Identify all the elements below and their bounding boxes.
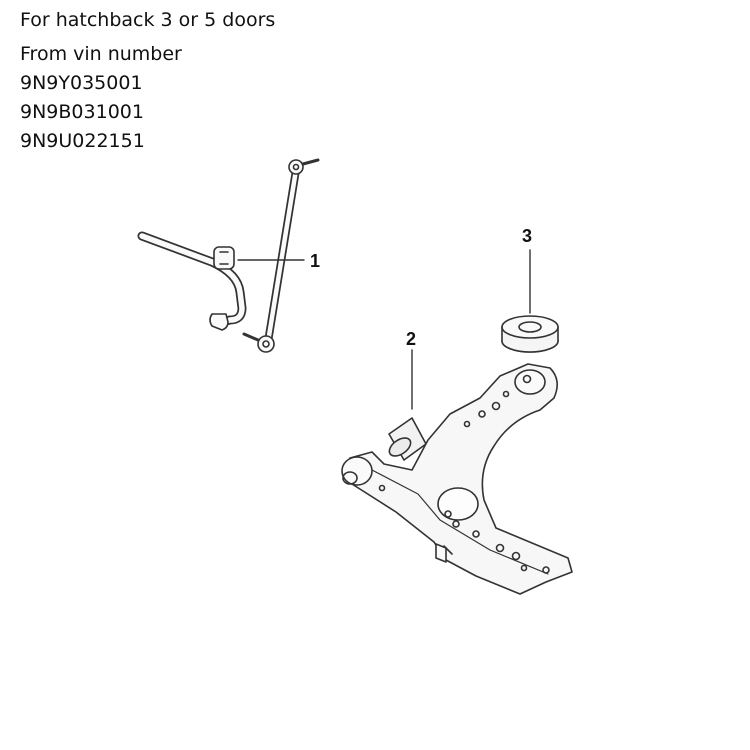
body-type-label: For hatchback 3 or 5 doors: [20, 9, 276, 31]
vin-label: From vin number: [20, 43, 182, 65]
callout-2: 2: [406, 329, 416, 349]
bushing-part-2: [388, 349, 427, 461]
callout-3: 3: [522, 226, 532, 246]
header-text: For hatchback 3 or 5 doors From vin numb…: [20, 6, 275, 156]
vin-number-1: 9N9Y035001: [20, 72, 143, 94]
bushing-part-3: [501, 249, 559, 353]
vin-number-3: 9N9U022151: [20, 130, 145, 152]
stabilizer-link: [242, 158, 320, 353]
control-arm: [341, 363, 573, 595]
vin-number-2: 9N9B031001: [20, 101, 144, 123]
stabilizer-bush: [213, 246, 235, 270]
callout-1: 1: [310, 251, 320, 271]
